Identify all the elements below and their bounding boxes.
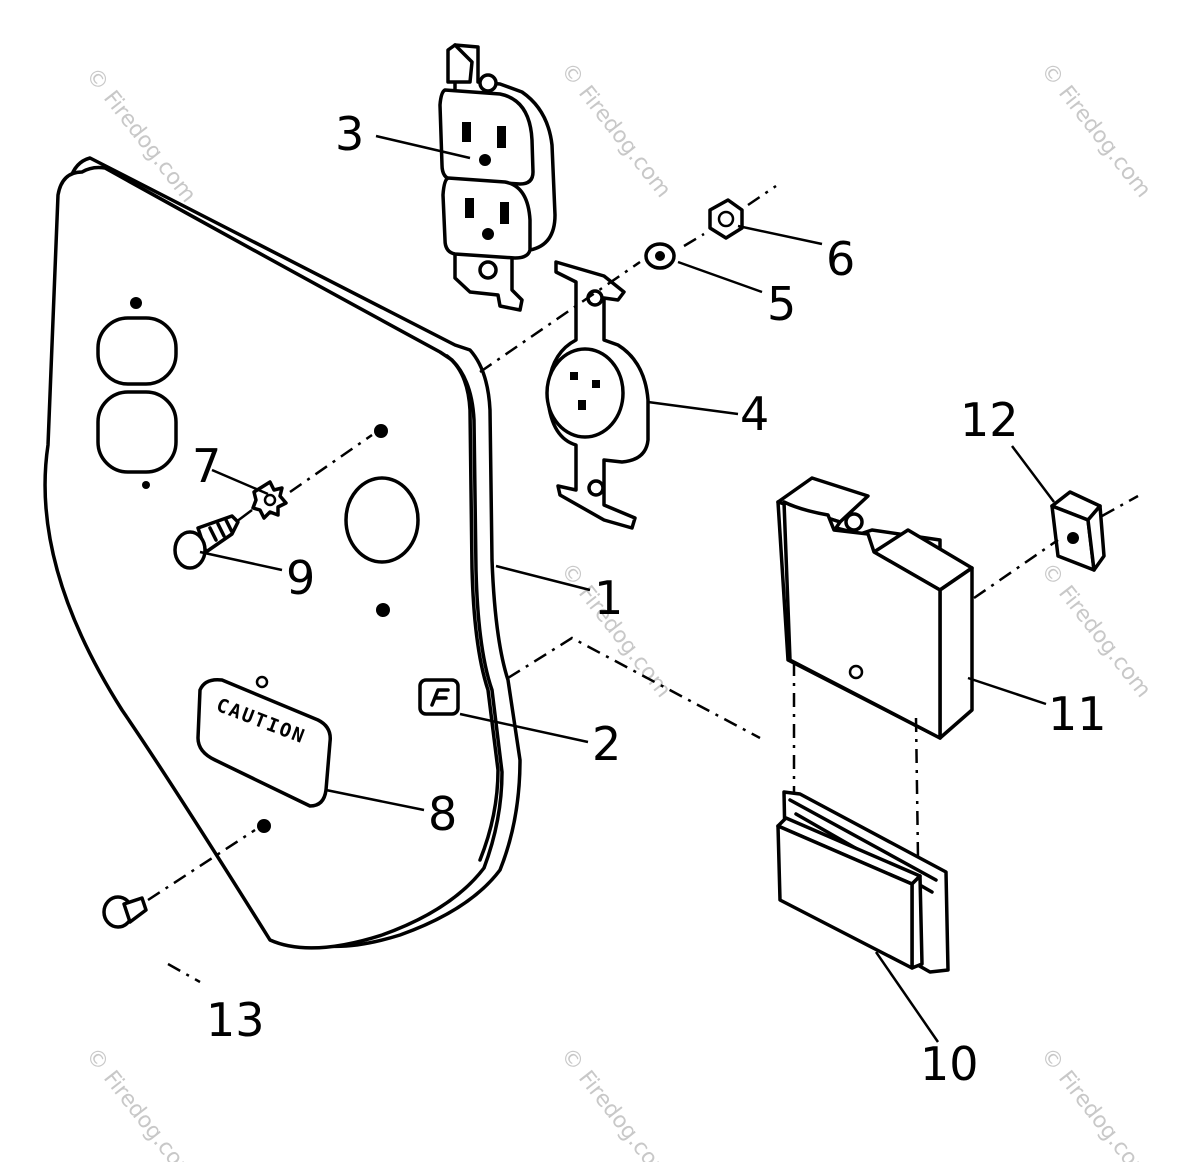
- callout-5: 5: [767, 277, 796, 331]
- watermark: © Firedog.com: [555, 1043, 675, 1162]
- screw: [102, 895, 148, 929]
- callout-13: 13: [206, 993, 265, 1047]
- clip-nut: [1050, 490, 1106, 572]
- control-panel-plate: CAUTION: [43, 156, 522, 950]
- receptacle-opening: [96, 316, 178, 386]
- callout-9: 9: [286, 551, 315, 605]
- watermark: © Firedog.com: [1035, 1043, 1155, 1162]
- callout-labels: 3 6 5 4 12 7 9 1 11 2 8 13 10: [192, 107, 1107, 1091]
- receptacle-opening: [96, 390, 178, 474]
- duplex-receptacle: [438, 43, 557, 312]
- callout-3: 3: [335, 107, 364, 161]
- callout-1: 1: [594, 571, 623, 625]
- callout-2: 2: [592, 717, 621, 771]
- screw: [173, 514, 240, 570]
- callout-12: 12: [960, 393, 1019, 447]
- watermark: © Firedog.com: [1035, 58, 1155, 202]
- callout-8: 8: [428, 787, 457, 841]
- callout-6: 6: [826, 232, 855, 286]
- lock-washer: [644, 242, 676, 270]
- cover-box: [776, 476, 974, 740]
- callout-11: 11: [1048, 687, 1107, 741]
- hex-nut: [708, 198, 744, 240]
- watermark: © Firedog.com: [1035, 558, 1155, 702]
- watermark: © Firedog.com: [80, 1043, 200, 1162]
- cover-base: [776, 790, 950, 974]
- callout-10: 10: [920, 1037, 979, 1091]
- watermark: © Firedog.com: [555, 58, 675, 202]
- single-receptacle: [545, 260, 650, 530]
- callout-7: 7: [192, 439, 221, 493]
- leader-lines: [167, 134, 1055, 1043]
- callout-4: 4: [740, 387, 769, 441]
- panel-round-hole: [344, 476, 420, 564]
